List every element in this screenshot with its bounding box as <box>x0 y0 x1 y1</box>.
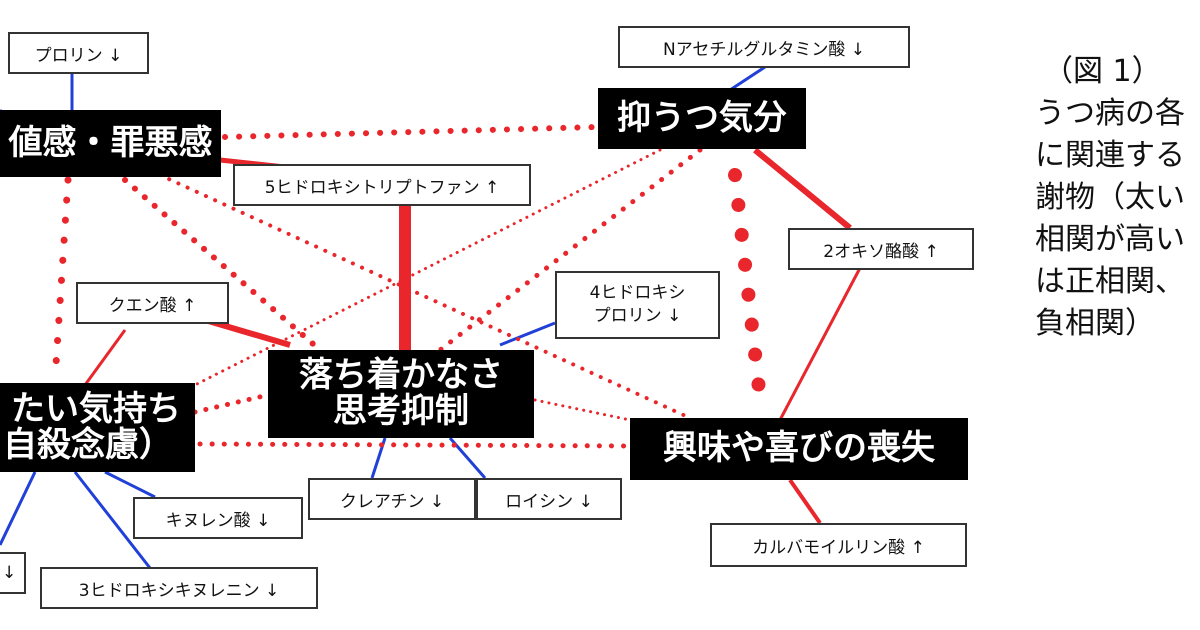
link-oxo-anhedonia <box>778 267 862 421</box>
link-suicidal-kynurenic <box>104 470 156 499</box>
caption-line-7: 負相関） <box>1035 306 1155 341</box>
link-depressed-anhedonia <box>728 168 767 405</box>
metabolite-carbamoyl-phosphate-label: カルバモイルリン酸 ↑ <box>752 537 925 558</box>
link-worthless-restless <box>122 177 323 353</box>
metabolite-creatine: クレアチン ↓ <box>308 478 476 520</box>
metabolite-2-oxobutyrate: 2オキソ酪酸 ↑ <box>788 228 974 270</box>
symptom-worthlessness-label: 値感・罪悪感 <box>8 122 213 163</box>
metabolite-proline: プロリン ↓ <box>8 32 149 74</box>
metabolite-leucine-label: ロイシン ↓ <box>505 491 593 512</box>
symptom-suicidal-line1: たい気持ち <box>11 388 181 429</box>
symptom-suicidal-ideation: たい気持ち 自殺念慮） <box>0 383 195 472</box>
metabolite-4-hydroxyproline-line1: 4ヒドロキシ <box>589 283 686 304</box>
figure-caption: （図 1） うつ病の各 に関連する 謝物（太い 相関が高い は正相関、 負相関） <box>1035 52 1185 346</box>
link-suicidal-cutoff <box>0 471 37 546</box>
metabolite-proline-label: プロリン ↓ <box>34 45 123 66</box>
symptom-restlessness-line1: 落ち着かなさ <box>299 355 503 396</box>
caption-line-6: は正相関、 <box>1035 264 1185 299</box>
metabolite-3-hydroxykynurenine-label: 3ヒドロキシキヌレニン ↓ <box>78 580 280 601</box>
link-restless-anhedonia <box>533 398 632 422</box>
metabolite-n-acetylglutamate-label: Nアセチルグルタミン酸 ↓ <box>662 39 866 60</box>
link-hydroxyproline-restless <box>499 321 556 347</box>
metabolite-3-hydroxykynurenine: 3ヒドロキシキヌレニン ↓ <box>40 567 318 609</box>
link-citric-restless <box>204 317 291 348</box>
metabolite-kynurenic-acid: キヌレン酸 ↓ <box>133 497 303 539</box>
symptom-suicidal-line2: 自殺念慮） <box>3 424 173 465</box>
metabolite-4-hydroxyproline-line2: プロリン ↓ <box>593 306 682 326</box>
symptom-restlessness-line2: 思考抑制 <box>333 391 469 431</box>
metabolite-5-hydroxytryptophan: 5ヒドロキシトリプトファン ↑ <box>233 164 531 206</box>
link-anhedonia-carbamoyl <box>788 478 822 525</box>
metabolite-n-acetylglutamate: Nアセチルグルタミン酸 ↓ <box>618 26 910 68</box>
symptom-restlessness: 落ち着かなさ 思考抑制 <box>268 350 534 438</box>
metabolite-cutoff-left-label: ↓ <box>2 563 17 583</box>
caption-line-2: うつ病の各 <box>1035 96 1185 131</box>
metabolite-4-hydroxyproline: 4ヒドロキシ プロリン ↓ <box>555 271 720 339</box>
caption-line-4: 謝物（太い <box>1035 180 1185 215</box>
link-nacetyl-depressed <box>729 65 766 92</box>
caption-line-1: （図 1） <box>1043 54 1162 89</box>
caption-line-5: 相関が高い <box>1035 222 1185 257</box>
link-depressed-oxo <box>753 147 852 231</box>
metabolite-leucine: ロイシン ↓ <box>476 478 622 520</box>
link-worthless-depressed <box>222 124 601 140</box>
metabolite-citric-acid-label: クエン酸 ↑ <box>108 295 197 316</box>
metabolite-creatine-label: クレアチン ↓ <box>339 491 445 512</box>
symptom-anhedonia-label: 興味や喜びの喪失 <box>663 428 935 469</box>
metabolite-5-hydroxytryptophan-label: 5ヒドロキシトリプトファン ↑ <box>264 177 500 198</box>
metabolite-2-oxobutyrate-label: 2オキソ酪酸 ↑ <box>823 241 939 262</box>
link-suicidal-hydroxykyn <box>73 471 152 569</box>
link-depressed-suicidal-thin <box>193 148 662 387</box>
symptom-depressed-mood: 抑うつ気分 <box>598 88 806 149</box>
symptom-worthlessness: 値感・罪悪感 <box>0 110 221 177</box>
link-suicidal-anhedonia <box>197 441 633 449</box>
link-suicidal-restless <box>192 392 271 415</box>
link-worthless-anhedonia <box>158 173 692 420</box>
metabolite-kynurenic-acid-label: キヌレン酸 ↓ <box>165 510 271 531</box>
metabolite-carbamoyl-phosphate: カルバモイルリン酸 ↑ <box>710 523 967 567</box>
caption-line-3: に関連する <box>1035 138 1185 173</box>
symptom-depressed-mood-label: 抑うつ気分 <box>617 97 787 138</box>
metabolite-citric-acid: クエン酸 ↑ <box>76 282 229 324</box>
link-citric-suicidal <box>83 329 127 386</box>
symptom-anhedonia: 興味や喜びの喪失 <box>630 418 968 480</box>
metabolite-cutoff-left: ↓ <box>0 552 26 594</box>
link-worthless-suicidal <box>51 176 72 384</box>
